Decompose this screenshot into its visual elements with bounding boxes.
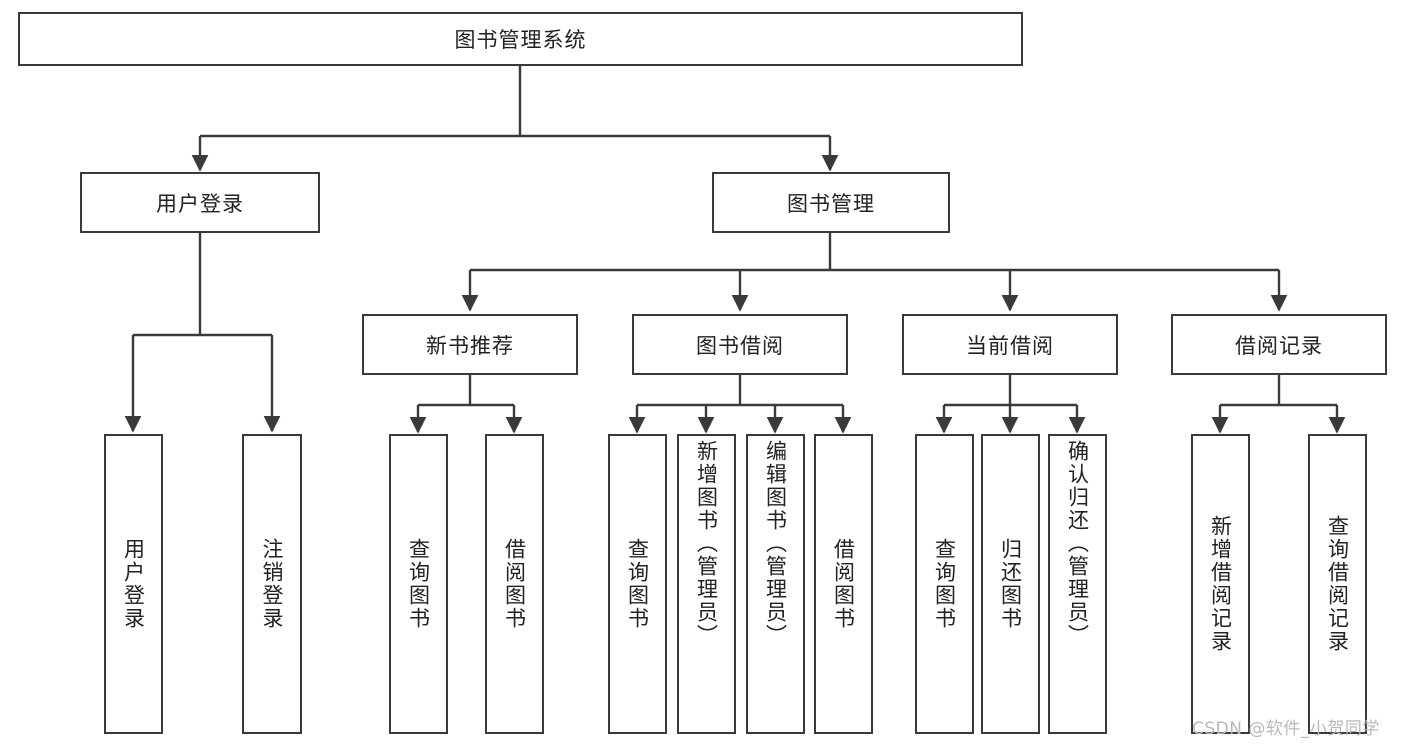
node-new-book-recommend[interactable]: 新书推荐 bbox=[362, 314, 578, 375]
leaf-current-borrow-confirm-return-admin[interactable]: 确认归还（管理员） bbox=[1048, 434, 1107, 734]
leaf-label: 查询图书 bbox=[625, 538, 650, 630]
node-user-login-label: 用户登录 bbox=[156, 191, 244, 216]
node-current-borrow-label: 当前借阅 bbox=[966, 333, 1054, 358]
leaf-label: 确认归还（管理员） bbox=[1065, 440, 1090, 647]
node-book-borrow-label: 图书借阅 bbox=[696, 333, 784, 358]
leaf-new-book-borrow-book[interactable]: 借阅图书 bbox=[485, 434, 544, 734]
node-root-label: 图书管理系统 bbox=[454, 28, 587, 52]
node-user-login[interactable]: 用户登录 bbox=[80, 172, 320, 233]
leaf-book-borrow-borrow-book[interactable]: 借阅图书 bbox=[814, 434, 873, 734]
leaf-new-book-query-book[interactable]: 查询图书 bbox=[389, 434, 448, 734]
node-borrow-record[interactable]: 借阅记录 bbox=[1171, 314, 1387, 375]
leaf-label: 新增图书（管理员） bbox=[694, 440, 719, 647]
leaf-book-borrow-add-book-admin[interactable]: 新增图书（管理员） bbox=[677, 434, 736, 734]
node-book-management[interactable]: 图书管理 bbox=[712, 172, 950, 233]
leaf-label: 借阅图书 bbox=[502, 538, 527, 630]
leaf-label: 借阅图书 bbox=[831, 538, 856, 630]
leaf-label: 归还图书 bbox=[998, 538, 1023, 630]
leaf-label: 用户登录 bbox=[121, 538, 146, 630]
leaf-label: 查询图书 bbox=[932, 538, 957, 630]
leaf-borrow-record-query-record[interactable]: 查询借阅记录 bbox=[1308, 434, 1367, 734]
leaf-current-borrow-return-book[interactable]: 归还图书 bbox=[981, 434, 1040, 734]
node-book-management-label: 图书管理 bbox=[787, 191, 875, 216]
leaf-label: 新增借阅记录 bbox=[1208, 515, 1233, 653]
node-new-book-recommend-label: 新书推荐 bbox=[426, 333, 514, 358]
leaf-book-borrow-edit-book-admin[interactable]: 编辑图书（管理员） bbox=[746, 434, 805, 734]
node-root-system[interactable]: 图书管理系统 bbox=[18, 12, 1023, 66]
leaf-label: 注销登录 bbox=[260, 538, 285, 630]
leaf-user-login-login[interactable]: 用户登录 bbox=[104, 434, 163, 734]
leaf-book-borrow-query-book[interactable]: 查询图书 bbox=[608, 434, 667, 734]
node-book-borrow[interactable]: 图书借阅 bbox=[632, 314, 848, 375]
node-borrow-record-label: 借阅记录 bbox=[1235, 333, 1323, 358]
node-current-borrow[interactable]: 当前借阅 bbox=[902, 314, 1118, 375]
leaf-borrow-record-add-record[interactable]: 新增借阅记录 bbox=[1191, 434, 1250, 734]
leaf-label: 编辑图书（管理员） bbox=[763, 440, 788, 647]
watermark-text: CSDN @软件_小贺同学 bbox=[1192, 719, 1380, 739]
leaf-label: 查询图书 bbox=[406, 538, 431, 630]
leaf-label: 查询借阅记录 bbox=[1325, 515, 1350, 653]
leaf-user-login-logout[interactable]: 注销登录 bbox=[242, 434, 302, 734]
leaf-current-borrow-query-book[interactable]: 查询图书 bbox=[915, 434, 974, 734]
